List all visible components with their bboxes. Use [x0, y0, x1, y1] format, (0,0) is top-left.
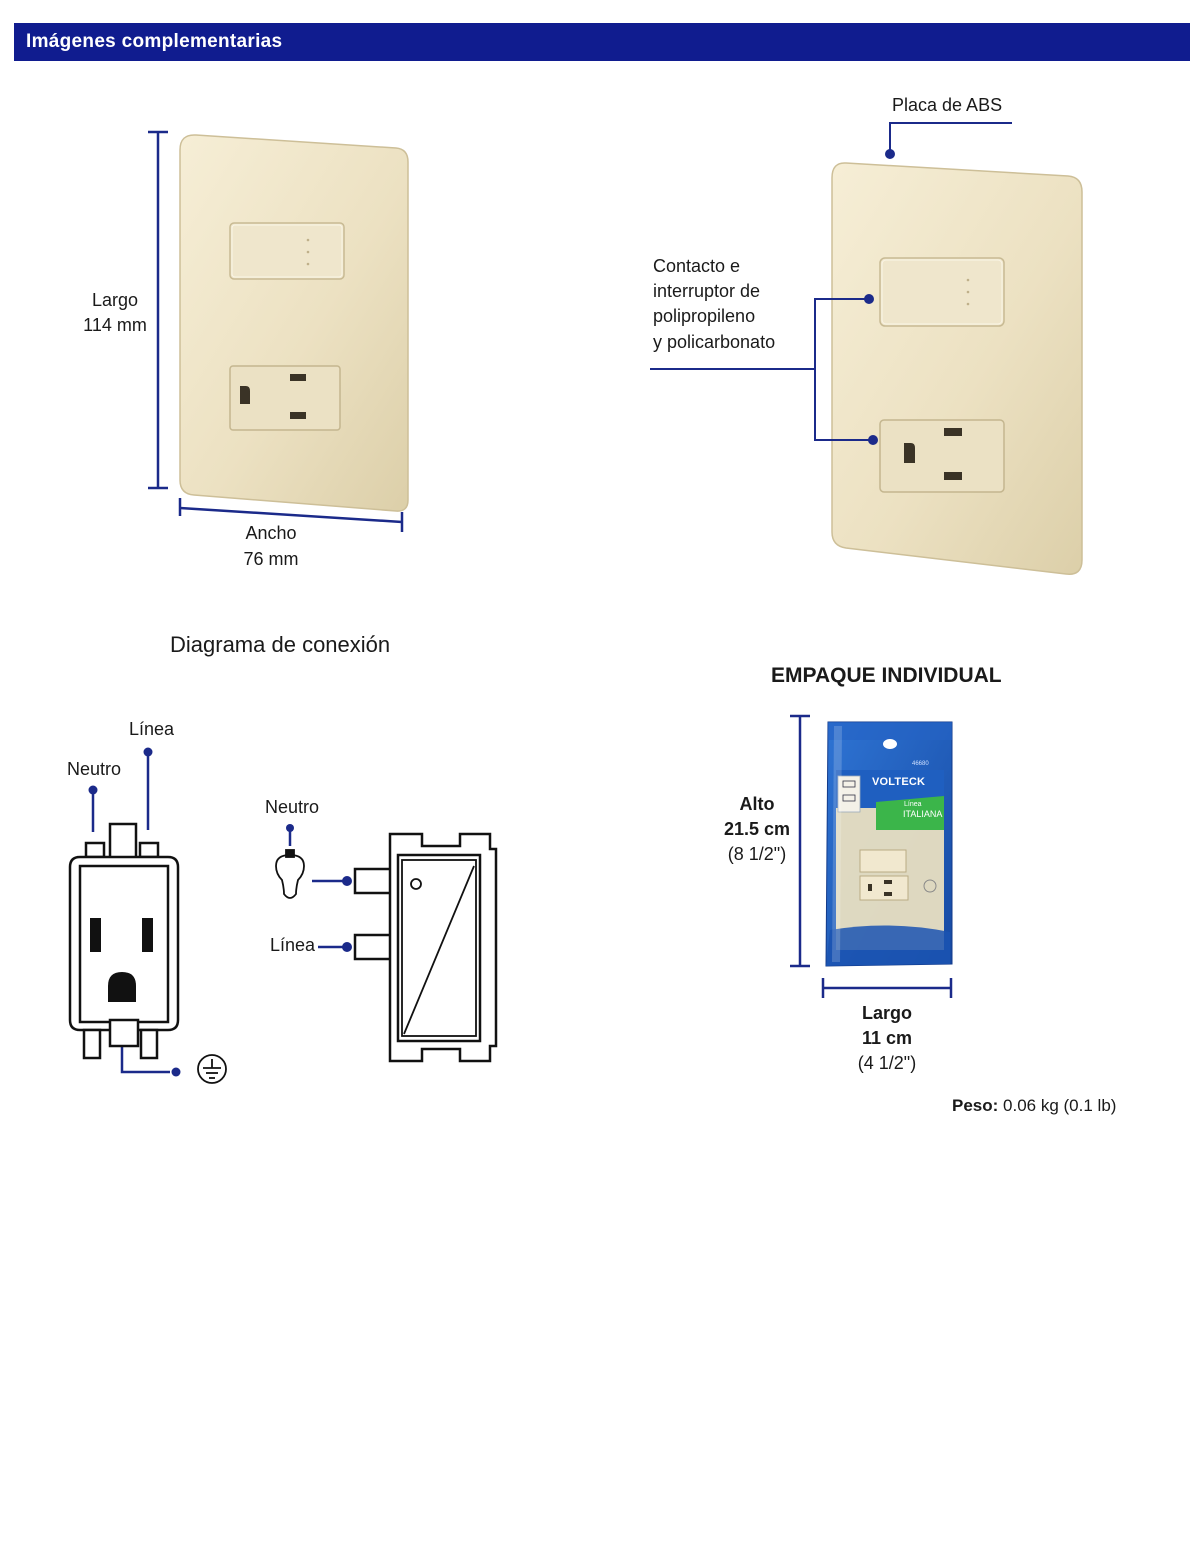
- outlet-neutral-label: Neutro: [67, 759, 122, 779]
- package-title: EMPAQUE INDIVIDUAL: [771, 664, 1002, 687]
- wall-plate-angled: [831, 162, 1083, 575]
- length-label: Largo: [91, 290, 139, 310]
- package-code: 46680: [912, 761, 929, 767]
- component-material-line-3: polipropileno: [653, 306, 756, 326]
- component-material-line-1: Contacto e: [653, 256, 741, 276]
- plate-materials-view: [650, 122, 1083, 575]
- plate-callout-line: [889, 122, 1012, 152]
- plate-material-label: Placa de ABS: [892, 95, 1003, 115]
- package-view: [790, 714, 953, 998]
- width-label: Ancho: [245, 523, 297, 543]
- weight-info: Peso: 0.06 kg (0.1 lb): [952, 1093, 1116, 1118]
- wall-plate: [179, 134, 409, 512]
- switch-symbol: [353, 832, 498, 1063]
- ground-icon: [197, 1054, 227, 1084]
- switch-neutral-label: Neutro: [265, 797, 320, 817]
- package-height-label: Alto: [739, 794, 775, 814]
- component-material-line-4: y policarbonato: [653, 332, 776, 352]
- length-value: 114 mm: [83, 315, 147, 335]
- width-dimension-line: [178, 498, 404, 532]
- package-brand: VOLTECK: [872, 776, 926, 788]
- diagram-title: Diagrama de conexión: [170, 632, 391, 657]
- plate-dimension-view: [148, 130, 409, 532]
- outlet-line-label: Línea: [129, 719, 175, 739]
- package-bag: [825, 721, 953, 967]
- package-length-imperial: (4 1/2"): [857, 1053, 917, 1073]
- weight-label: Peso:: [952, 1096, 999, 1115]
- package-length-value: 11 cm: [861, 1028, 913, 1048]
- light-bulb-icon: [275, 849, 305, 899]
- outlet-face: [229, 365, 341, 431]
- outlet-symbol: [68, 822, 180, 1060]
- weight-value: 0.06 kg (0.1 lb): [1003, 1096, 1117, 1115]
- package-width-dimension: [821, 978, 953, 998]
- package-line-name: ITALIANA: [903, 809, 943, 819]
- components-callout-line: [650, 298, 872, 441]
- package-height-imperial: (8 1/2"): [727, 844, 787, 864]
- height-dimension-line: [148, 130, 168, 490]
- package-height-dimension: [790, 714, 810, 968]
- component-material-line-2: interruptor de: [653, 281, 761, 301]
- section-title: Imágenes complementarias: [26, 31, 283, 52]
- package-line-label: Línea: [904, 801, 922, 808]
- outlet-wiring-diagram: [68, 747, 227, 1084]
- width-value: 76 mm: [243, 549, 299, 569]
- section-header: Imágenes complementarias: [14, 23, 1190, 61]
- switch-wiring-diagram: [275, 824, 498, 1063]
- package-length-label: Largo: [861, 1003, 912, 1023]
- package-height-value: 21.5 cm: [723, 819, 791, 839]
- switch-rocker: [229, 222, 345, 280]
- switch-line-label: Línea: [270, 935, 316, 955]
